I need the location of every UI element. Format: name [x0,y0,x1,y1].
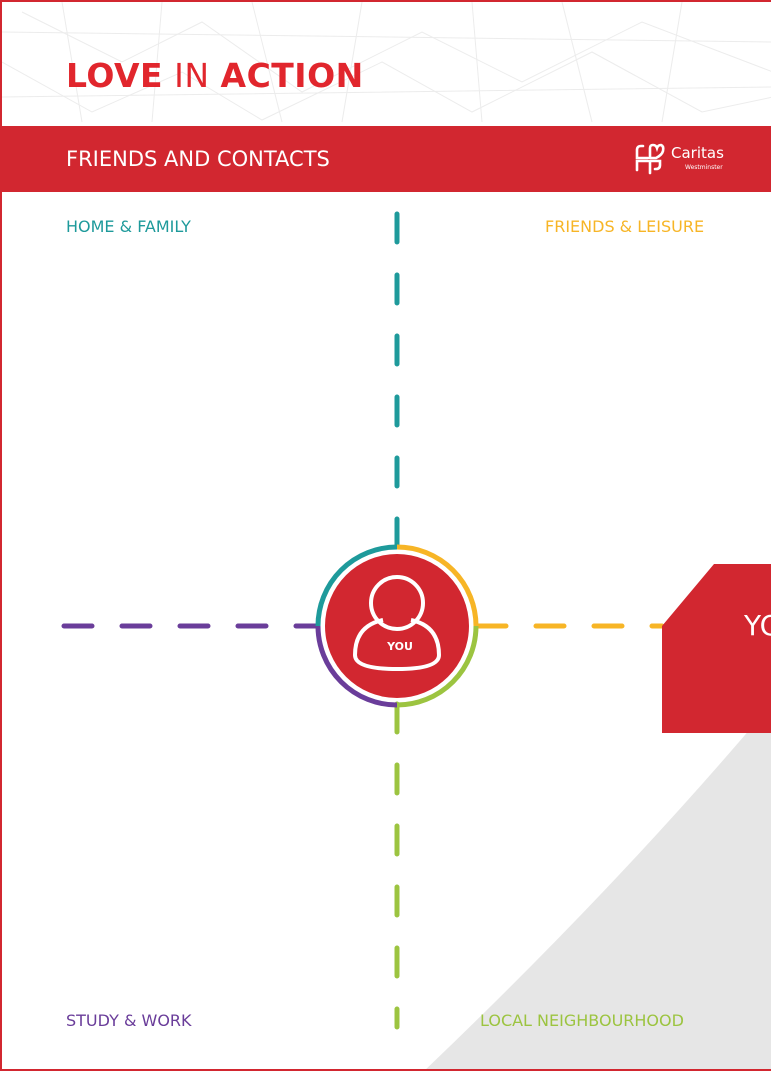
callout-text: YO [744,609,771,642]
quadrant-friends-leisure: FRIENDS & LEISURE [545,217,705,236]
logo-subtitle: Westminster [685,164,723,171]
logo-name: Caritas [671,144,724,162]
quadrant-study-work: STUDY & WORK [66,1011,192,1030]
title-action: ACTION [220,56,364,95]
you-label: YOU [387,640,413,653]
callout-box [662,564,771,733]
caritas-logo-icon [635,143,665,175]
center-ring [315,544,479,708]
map-texture [2,2,771,123]
quadrant-local-neighbourhood: LOCAL NEIGHBOURHOOD [480,1011,684,1030]
person-icon [353,575,442,672]
quadrant-home-family: HOME & FAMILY [66,217,191,236]
title-love: LOVE [66,56,164,95]
banner-title: FRIENDS AND CONTACTS [66,147,330,171]
grey-curve [426,704,771,1069]
title-in: IN [174,56,210,95]
page-title: LOVE IN ACTION [66,59,364,92]
